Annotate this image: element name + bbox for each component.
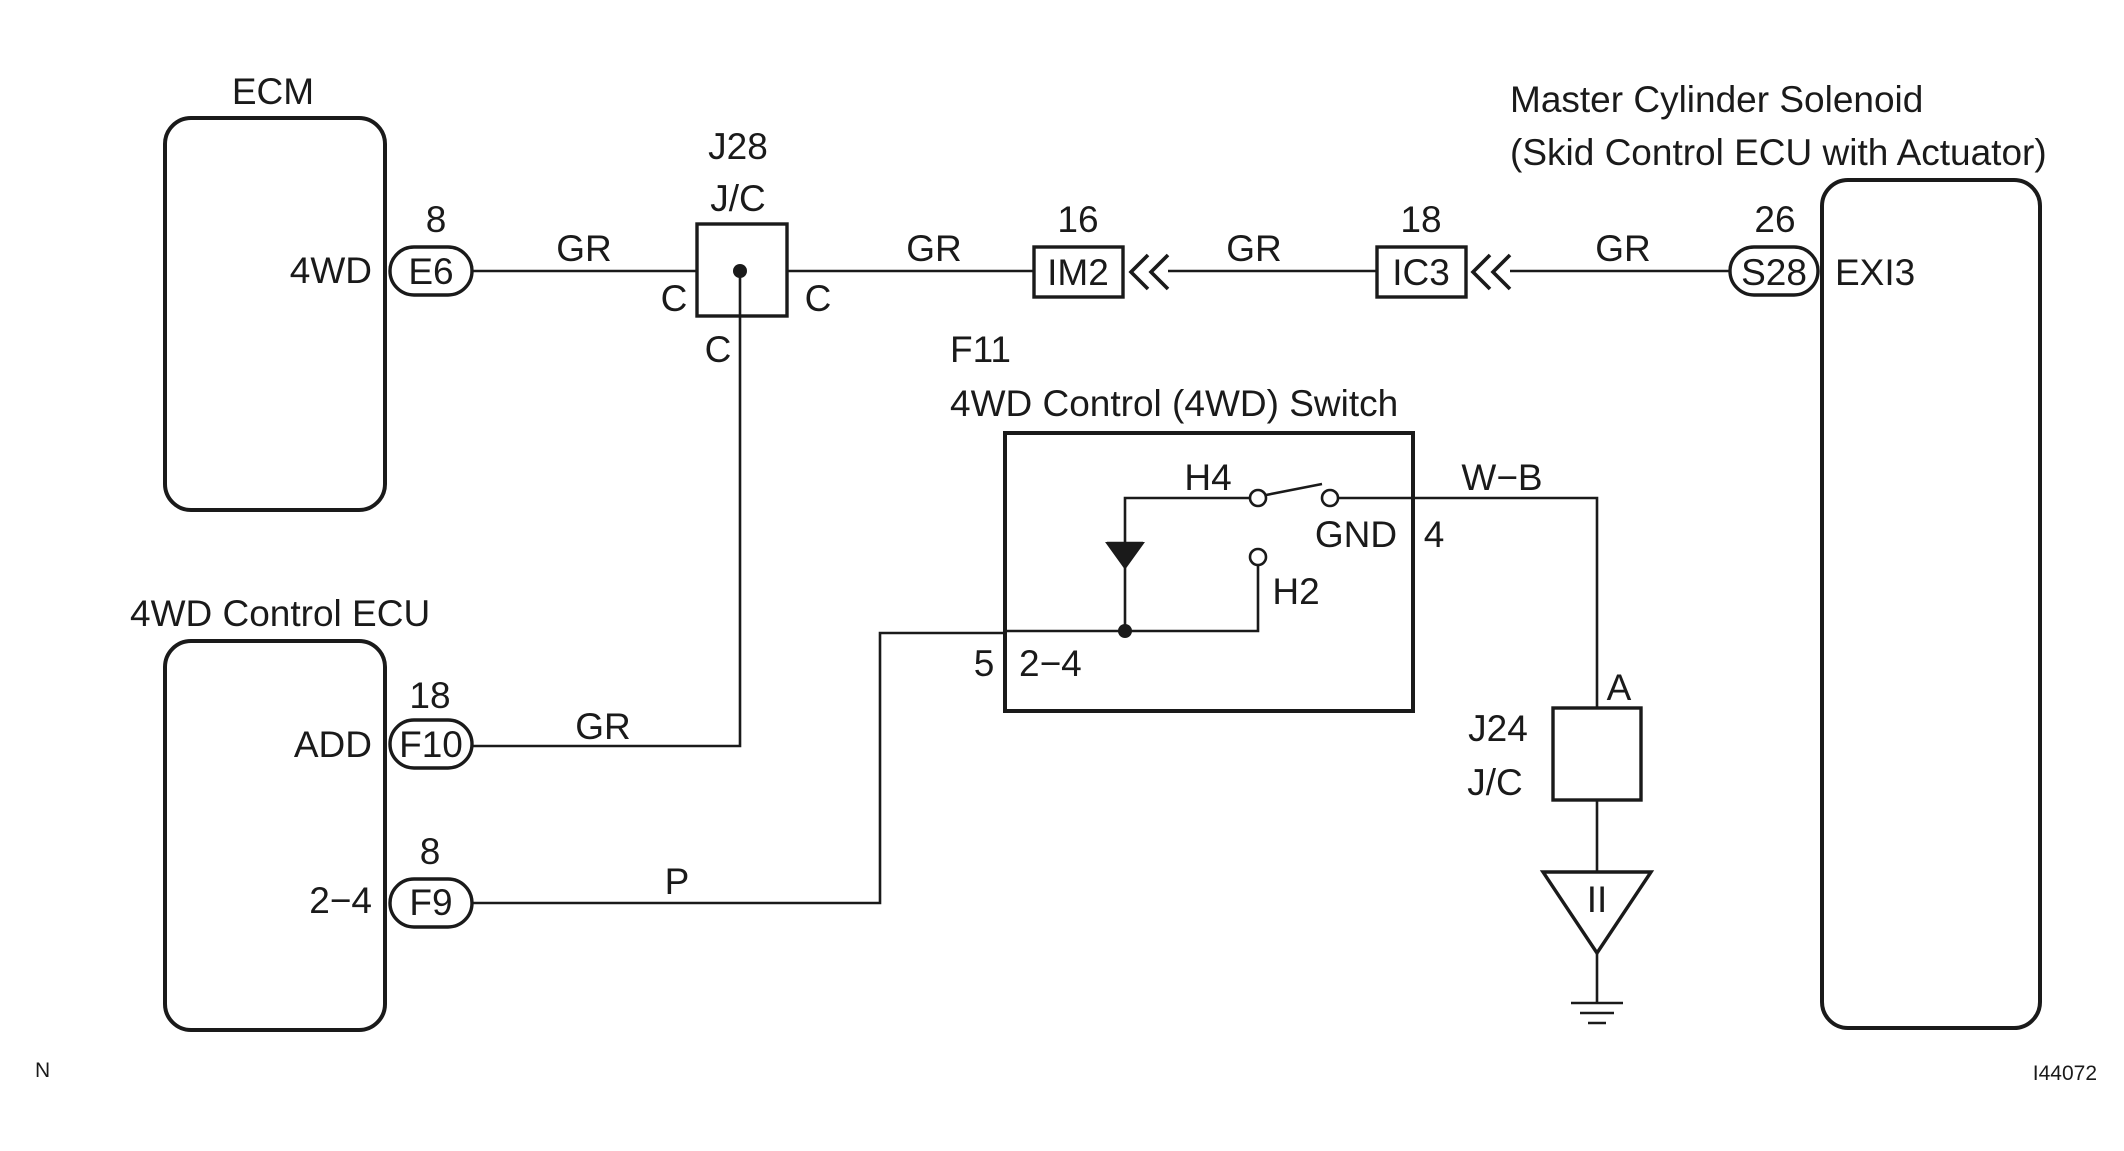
footer-left-mark: N	[35, 1059, 50, 1082]
j28-code: J28	[708, 126, 768, 167]
master-cylinder-title: Master Cylinder Solenoid	[1510, 79, 1923, 120]
s28-pin-number: 26	[1754, 199, 1795, 240]
control-ecu-pin-24-label: 2−4	[309, 880, 372, 921]
switch-internal-wiring	[1005, 482, 1413, 633]
ic3-pin-number: 18	[1400, 199, 1441, 240]
im2-connector-label: IM2	[1047, 252, 1109, 293]
switch-junction-dot	[1118, 624, 1132, 638]
j24-terminal-a: A	[1607, 667, 1632, 708]
switch-h4-label: H4	[1184, 457, 1231, 498]
ground-point-triangle-icon	[1539, 870, 1655, 957]
ic3-connector	[1375, 245, 1468, 299]
wire-j28-f10-color: GR	[575, 706, 631, 747]
wire-ic3-s28-color: GR	[1595, 228, 1651, 269]
ecm-pin-4wd-label: 4WD	[290, 250, 372, 291]
ecm-box	[163, 116, 387, 512]
switch-pin-24: 2−4	[1019, 643, 1082, 684]
figure-id: I44072	[2033, 1062, 2097, 1085]
ic3-chevron-icon	[1470, 253, 1512, 291]
f10-connector	[388, 718, 474, 770]
control-ecu-title: 4WD Control ECU	[130, 593, 430, 634]
j28-bottom-terminal: C	[705, 329, 732, 370]
wire-ecm-j28-color: GR	[556, 228, 612, 269]
switch-title: 4WD Control (4WD) Switch	[950, 383, 1398, 424]
wire-harness	[472, 269, 1730, 1003]
j24-type: J/C	[1467, 762, 1523, 803]
j28-right-terminal: C	[805, 278, 832, 319]
wire-im2-ic3-color: GR	[1226, 228, 1282, 269]
im2-pin-number: 16	[1057, 199, 1098, 240]
wire-gnd-j24-color: W−B	[1461, 457, 1542, 498]
gnd-contact-icon	[1320, 488, 1340, 508]
f10-pin-number: 18	[409, 675, 450, 716]
switch-gnd-label: GND	[1315, 514, 1397, 555]
e6-pin-number: 8	[426, 199, 447, 240]
f9-connector-label: F9	[409, 882, 452, 923]
h2-contact-icon	[1248, 547, 1268, 567]
diode-icon	[1105, 541, 1145, 570]
wire-f9-switch-color: P	[665, 861, 690, 902]
f10-connector-label: F10	[399, 724, 463, 765]
e6-connector-label: E6	[408, 251, 453, 292]
j24-code: J24	[1468, 708, 1528, 749]
master-cylinder-pin-label: EXI3	[1835, 252, 1915, 293]
ecm-title: ECM	[232, 71, 314, 112]
j28-junction-dot	[733, 264, 747, 278]
h4-contact-icon	[1248, 488, 1268, 508]
j24-junction-box	[1551, 706, 1643, 802]
switch-gnd-pin: 4	[1424, 514, 1445, 555]
control-ecu-box	[163, 639, 387, 1032]
ground-point-label: II	[1587, 879, 1608, 920]
f9-pin-number: 8	[420, 831, 441, 872]
ground-icon	[1571, 1001, 1623, 1025]
s28-connector-label: S28	[1741, 252, 1807, 293]
master-cylinder-box	[1820, 178, 2042, 1030]
wire-j28-im2-color: GR	[906, 228, 962, 269]
j28-type: J/C	[710, 178, 766, 219]
ic3-connector-label: IC3	[1392, 252, 1450, 293]
switch-code: F11	[950, 329, 1011, 370]
switch-h2-label: H2	[1272, 571, 1319, 612]
j28-left-terminal: C	[661, 278, 688, 319]
control-ecu-pin-add-label: ADD	[294, 724, 372, 765]
master-cylinder-subtitle: (Skid Control ECU with Actuator)	[1510, 132, 2047, 173]
switch-pin-5: 5	[974, 643, 995, 684]
switch-box	[1003, 431, 1415, 713]
im2-chevron-icon	[1128, 253, 1170, 291]
